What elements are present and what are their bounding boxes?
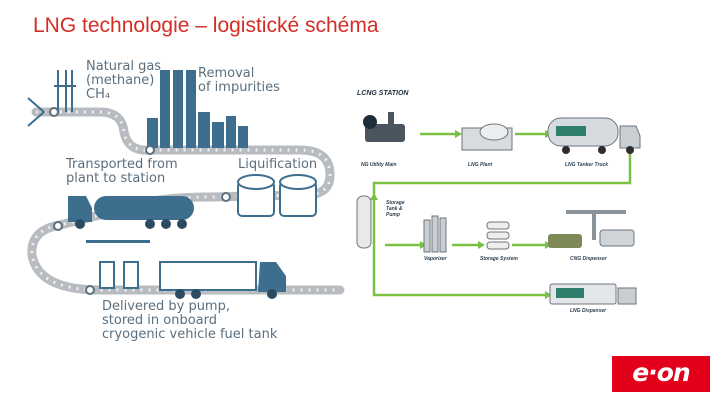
label-ng-utility-main: NG Utility Main — [361, 162, 397, 168]
step-marker — [85, 285, 95, 295]
label-lng-tanker-truck: LNG Tanker Truck — [565, 162, 609, 168]
lcng-station-heading: LCNG STATION — [357, 90, 409, 97]
storage-tank-icon — [356, 195, 372, 249]
tanker-truck-icon — [68, 196, 194, 229]
logo-text: e·on — [632, 358, 690, 387]
lng-plant-icon — [461, 123, 513, 151]
lcng-flow-arrows — [372, 132, 640, 297]
label-storage-tank-pump: Storage Tank & Pump — [386, 200, 405, 218]
label-lng-dispenser: LNG Dispenser — [570, 308, 607, 314]
lng-dispenser-icon — [549, 283, 637, 305]
ng-utility-main-icon — [363, 112, 405, 142]
step-marker — [221, 192, 231, 202]
fuel-dispenser-icon — [99, 261, 139, 289]
label-storage-system: Storage System — [480, 256, 518, 262]
label-removal-impurities: Removal of impurities — [198, 66, 280, 95]
step-marker — [49, 107, 59, 117]
wellhead-icon — [27, 70, 76, 127]
label-natural-gas: Natural gas (methane) CH₄ — [86, 59, 162, 102]
step-marker — [53, 221, 63, 231]
label-delivered: Delivered by pump, stored in onboard cry… — [102, 299, 278, 342]
lng-storage-tanks-icon — [237, 174, 317, 217]
lng-tanker-truck-icon — [547, 117, 641, 154]
page-title: LNG technologie – logistické schéma — [33, 14, 379, 37]
label-transported: Transported from plant to station — [66, 157, 178, 186]
label-vaporizer: Vaporizer — [424, 256, 447, 262]
processing-plant-icon — [147, 70, 248, 148]
semi-truck-icon — [159, 261, 286, 299]
vaporizer-icon — [423, 215, 447, 253]
label-cng-dispenser: CNG Dispenser — [570, 256, 607, 262]
eon-logo: e·on — [612, 356, 710, 392]
label-lng-plant: LNG Plant — [468, 162, 493, 168]
cng-dispenser-icon — [548, 210, 635, 248]
label-liquification: Liquification — [238, 157, 318, 172]
step-marker — [145, 145, 155, 155]
storage-system-icon — [486, 221, 510, 250]
